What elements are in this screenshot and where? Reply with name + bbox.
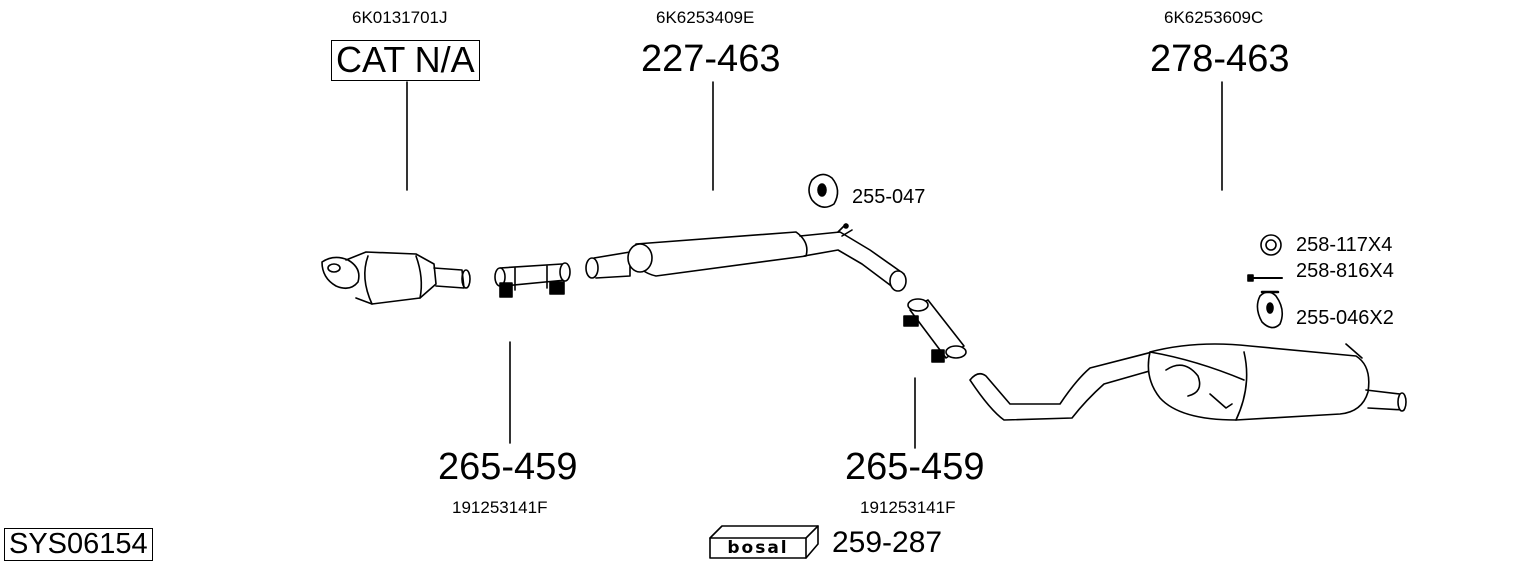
bolt-part-number[interactable]: 258-816X4 [1296, 260, 1394, 282]
bosal-logo: bosal [727, 538, 789, 558]
clamp-rear-part-number[interactable]: 265-459 [845, 446, 985, 488]
rear-silencer-oem-number: 6K6253609C [1164, 8, 1264, 27]
bolt-shape [1247, 274, 1283, 282]
seal-ring-part-number[interactable]: 258-117X4 [1296, 234, 1393, 256]
catalytic-converter-shape [321, 251, 471, 305]
rear-silencer-part-number[interactable]: 278-463 [1150, 38, 1290, 80]
middle-silencer-shape [585, 223, 907, 292]
mounting-kit-part-number[interactable]: 259-287 [832, 526, 943, 559]
bosal-box-shape [709, 525, 819, 559]
middle-silencer-oem-number: 6K6253409E [656, 8, 755, 27]
rubber-mount-middle-part-number[interactable]: 255-047 [852, 186, 926, 208]
catalyst-part-number[interactable]: CAT N/A [331, 40, 480, 81]
clamp-rear-oem-number: 191253141F [860, 498, 956, 517]
rubber-mount-middle-shape [808, 173, 839, 208]
rubber-mount-rear-shape [1256, 290, 1284, 329]
clamp-rear-shape [903, 298, 967, 363]
catalyst-oem-number: 6K0131701J [352, 8, 448, 27]
clamp-front-part-number[interactable]: 265-459 [438, 446, 578, 488]
clamp-front-shape [494, 262, 571, 298]
rear-silencer-shape [969, 343, 1407, 421]
rubber-mount-rear-part-number[interactable]: 255-046X2 [1296, 307, 1394, 329]
system-code: SYS06154 [4, 528, 153, 562]
clamp-front-oem-number: 191253141F [452, 498, 548, 517]
seal-ring-shape [1260, 234, 1282, 256]
middle-silencer-part-number[interactable]: 227-463 [641, 38, 781, 80]
